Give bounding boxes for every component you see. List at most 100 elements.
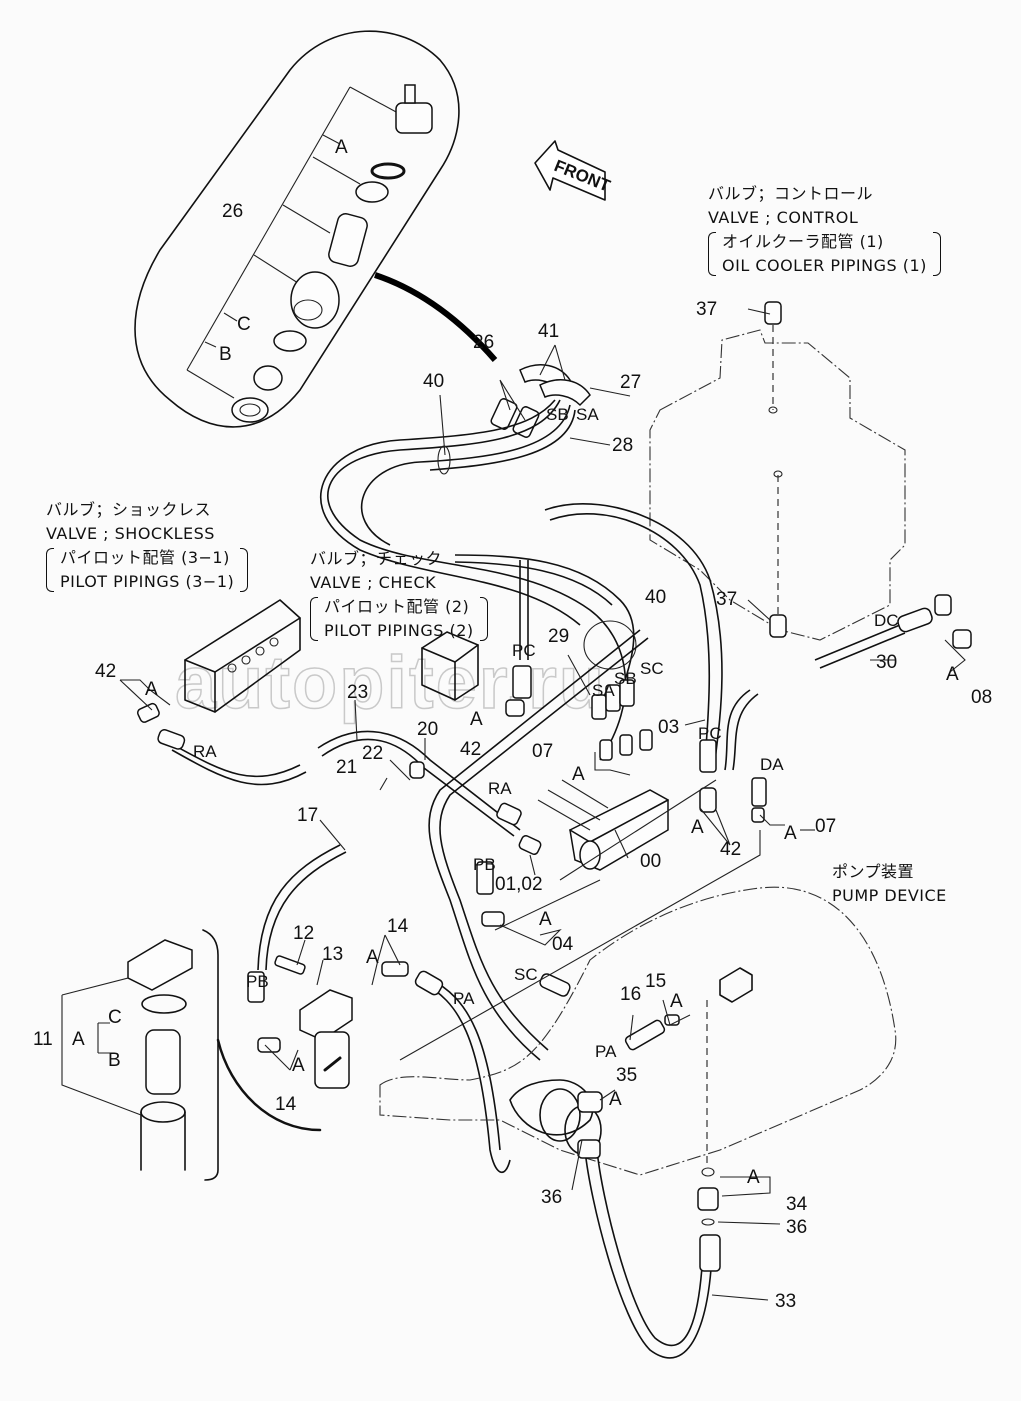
callout-26-detail-c: C (237, 314, 251, 335)
bracket-left (46, 548, 54, 592)
port-label-sa-top: SA (576, 405, 599, 424)
caption-en: PUMP DEVICE (832, 886, 947, 905)
valve-block-00 (496, 779, 669, 871)
port-label-pa-low: PA (453, 989, 475, 1008)
callout-26: 26 (473, 332, 495, 353)
callout-15: 15 (645, 971, 667, 992)
caption-sub-en: PILOT PIPINGS (2) (324, 621, 474, 640)
callout-23: 23 (347, 682, 369, 703)
callout-42-right-a: A (691, 817, 704, 838)
caption-check-valve: バルブ；チェック VALVE ; CHECK パイロット配管 (2) PILOT… (310, 547, 488, 643)
caption-control-valve: バルブ；コントロール VALVE ; CONTROL オイルクーラ配管 (1) … (708, 182, 941, 278)
callout-04: 04 (552, 934, 574, 955)
callout-00: 00 (640, 851, 662, 872)
plug-37-bottom (769, 614, 787, 638)
callout-42-right: 42 (720, 839, 742, 860)
callout-27: 27 (620, 372, 642, 393)
caption-sub-en: OIL COOLER PIPINGS (1) (722, 256, 927, 275)
callout-22: 22 (362, 743, 384, 764)
callout-16: 16 (620, 984, 642, 1005)
caption-en: VALVE ; CONTROL (708, 208, 859, 227)
callout-12: 12 (293, 923, 315, 944)
caption-sub-jp: オイルクーラ配管 (1) (722, 232, 884, 251)
bracket-left (310, 597, 318, 641)
callout-17: 17 (297, 805, 319, 826)
filter-head-unit (257, 955, 409, 1089)
caption-en: VALVE ; CHECK (310, 573, 437, 592)
caption-jp: バルブ；コントロール (708, 184, 874, 203)
callout-03: 03 (658, 717, 680, 738)
hose-29 (428, 629, 641, 1061)
port-label-sb-top: SB (546, 405, 569, 424)
port-label-sc-mid: SC (640, 659, 664, 678)
watermark: autopiter.ru (174, 640, 607, 725)
callout-36-right: 36 (786, 1217, 808, 1238)
callout-37-top: 37 (696, 299, 718, 320)
fitting-icon (395, 102, 433, 134)
callout-30: 30 (876, 652, 898, 673)
callout-36-left: 36 (541, 1187, 563, 1208)
callout-07-mid: 07 (532, 741, 554, 762)
callout-34: 34 (786, 1194, 808, 1215)
callout-07-right-a: A (784, 823, 797, 844)
callout-41: 41 (538, 321, 560, 342)
callout-14-bottom: 14 (275, 1094, 297, 1115)
port-label-pb-left: PB (246, 972, 269, 991)
bracket-left (708, 232, 716, 276)
port-label-sa-mid: SA (592, 681, 615, 700)
callout-11-c: C (108, 1007, 122, 1028)
port-label-sb-mid: SB (614, 669, 637, 688)
callout-34-a: A (747, 1167, 760, 1188)
pump-body (379, 886, 897, 1176)
detail-leader (374, 272, 498, 362)
detail-capsule-26 (134, 30, 460, 428)
callout-26-detail: 26 (222, 201, 244, 222)
filter-assembly-11 (61, 929, 322, 1181)
callout-14-top-a: A (366, 947, 379, 968)
shockless-valve-block (184, 599, 301, 713)
fittings-mid (247, 665, 767, 1003)
callout-40-mid: 40 (645, 587, 667, 608)
caption-jp: ポンプ装置 (832, 862, 915, 881)
callout-08-a: A (946, 664, 959, 685)
callout-04-a: A (539, 909, 552, 930)
callout-29: 29 (548, 626, 570, 647)
caption-en: VALVE ; SHOCKLESS (46, 524, 215, 543)
callout-37-bottom: 37 (716, 589, 738, 610)
front-direction-arrow: FRONT (534, 140, 613, 201)
callout-35: 35 (616, 1065, 638, 1086)
callout-26-detail-b: B (219, 344, 232, 365)
callout-42-mid-a: A (470, 709, 483, 730)
callout-11-b: B (108, 1050, 121, 1071)
leader-lines (119, 308, 966, 1301)
callout-35-a: A (609, 1089, 622, 1110)
callout-07-right: 07 (815, 816, 837, 837)
callout-11: 11 (33, 1029, 53, 1050)
callout-20: 20 (417, 719, 439, 740)
port-label-pc-left: PC (512, 641, 536, 660)
caption-sub-en: PILOT PIPINGS (3−1) (60, 572, 235, 591)
callout-07-mid-a: A (572, 764, 585, 785)
callout-42-left: 42 (95, 661, 117, 682)
caption-pump-device: ポンプ装置 PUMP DEVICE (832, 860, 947, 908)
port-label-pb-mid: PB (473, 855, 496, 874)
callout-26-detail-a: A (335, 137, 348, 158)
port-label-sc-low: SC (514, 965, 538, 984)
callout-40-top: 40 (423, 371, 445, 392)
callout-42-mid: 42 (460, 739, 482, 760)
fittings-26-41 (490, 364, 591, 438)
callout-33: 33 (775, 1291, 797, 1312)
port-label-ra-left: RA (193, 742, 217, 761)
callout-13: 13 (322, 944, 344, 965)
callout-42-left-a: A (145, 679, 158, 700)
callout-14-bottom-a: A (292, 1055, 305, 1076)
pilot-hoses (320, 399, 723, 761)
callout-11-a: A (72, 1029, 85, 1050)
caption-jp: バルブ；ショックレス (46, 500, 212, 519)
callout-28: 28 (612, 435, 634, 456)
callout-14-top: 14 (387, 916, 409, 937)
bracket-right (479, 597, 488, 641)
port-label-pa-pump: PA (595, 1042, 617, 1061)
